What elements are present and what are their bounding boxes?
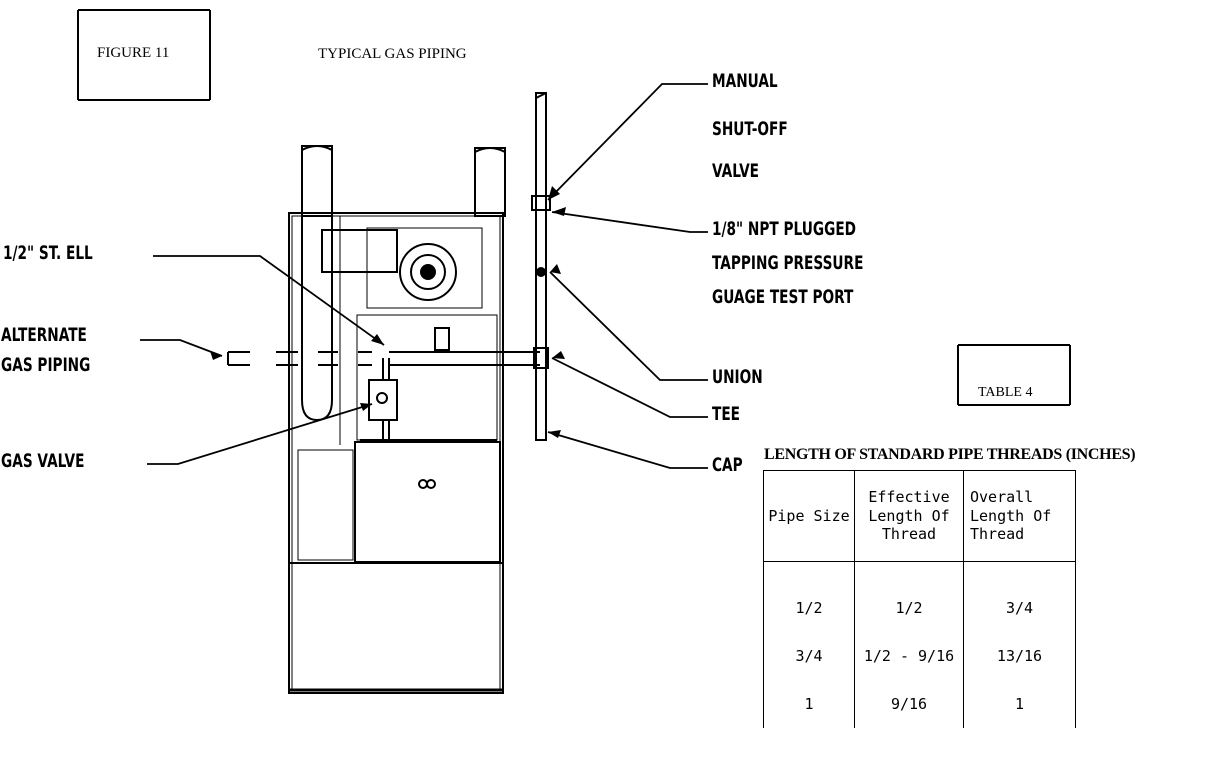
callout-alternate-line-2: GAS PIPING [1, 354, 91, 376]
cell-pipe-size: 1 [763, 680, 855, 728]
figure-label: FIGURE 11 [97, 45, 170, 61]
callout-union: UNION [712, 366, 763, 388]
table-row: 1/2 1/2 3/4 [763, 561, 1076, 632]
cell-pipe-size: 1/2 [763, 561, 855, 632]
vent-column [301, 216, 333, 422]
table-label-box [957, 344, 1071, 406]
leader-alternate [140, 339, 223, 357]
callout-st-ell: 1/2" ST. ELL [3, 242, 93, 264]
gas-drop-pipe [535, 92, 547, 441]
furnace-cabinet [288, 212, 504, 694]
vent-pipe-left [301, 145, 333, 217]
pipe-thread-table: Pipe Size Effective Length Of Thread Ove… [763, 470, 1076, 728]
leader-st-ell [153, 255, 385, 346]
cell-overall-length: 13/16 [963, 632, 1076, 680]
callout-npt-port-line-3: GUAGE TEST PORT [712, 286, 854, 308]
callout-tee: TEE [712, 403, 741, 425]
tee-fitting [533, 347, 549, 369]
table-row: 1 9/16 1 [763, 680, 1076, 728]
callout-manual-shutoff-line-1: MANUAL [712, 70, 778, 92]
table-label: TABLE 4 [978, 385, 1033, 400]
header-effective-length: Effective Length Of Thread [854, 470, 964, 562]
cell-effective-length: 1/2 - 9/16 [854, 632, 964, 680]
callout-npt-port-line-1: 1/8" NPT PLUGGED [712, 218, 857, 240]
header-pipe-size: Pipe Size [763, 470, 855, 562]
callout-npt-port-line-2: TAPPING PRESSURE [712, 252, 864, 274]
pressure-switch [434, 327, 450, 351]
callout-manual-shutoff-line-3: VALVE [712, 160, 760, 182]
union [536, 267, 546, 277]
figure-title: TYPICAL GAS PIPING [318, 46, 467, 62]
table-row: 3/4 1/2 - 9/16 13/16 [763, 632, 1076, 680]
cell-overall-length: 3/4 [963, 561, 1076, 632]
leader-manual-shutoff [547, 83, 708, 201]
blower-door-panel [354, 441, 501, 563]
cell-effective-length: 9/16 [854, 680, 964, 728]
header-overall-length: Overall Length Of Thread [963, 470, 1076, 562]
callout-alternate-line-1: ALTERNATE [1, 324, 87, 346]
cell-overall-length: 1 [963, 680, 1076, 728]
table-caption: LENGTH OF STANDARD PIPE THREADS (INCHES) [764, 446, 1136, 463]
table-header-row: Pipe Size Effective Length Of Thread Ove… [763, 470, 1076, 562]
inducer-housing [321, 229, 398, 273]
leader-union [549, 271, 708, 381]
gas-valve-body [368, 379, 398, 421]
callout-gas-valve: GAS VALVE [1, 450, 85, 472]
cell-effective-length: 1/2 [854, 561, 964, 632]
leader-cap [547, 431, 708, 469]
cell-pipe-size: 3/4 [763, 632, 855, 680]
blower-wheel [399, 243, 457, 301]
manual-shutoff-valve [531, 195, 551, 211]
vent-pipe-right [474, 147, 506, 217]
figure-label-box [77, 9, 211, 101]
leader-tee [551, 357, 708, 418]
callout-cap: CAP [712, 454, 743, 476]
leader-gas-valve [147, 403, 373, 465]
callout-manual-shutoff-line-2: SHUT-OFF [712, 118, 788, 140]
leader-npt-port [551, 211, 708, 233]
